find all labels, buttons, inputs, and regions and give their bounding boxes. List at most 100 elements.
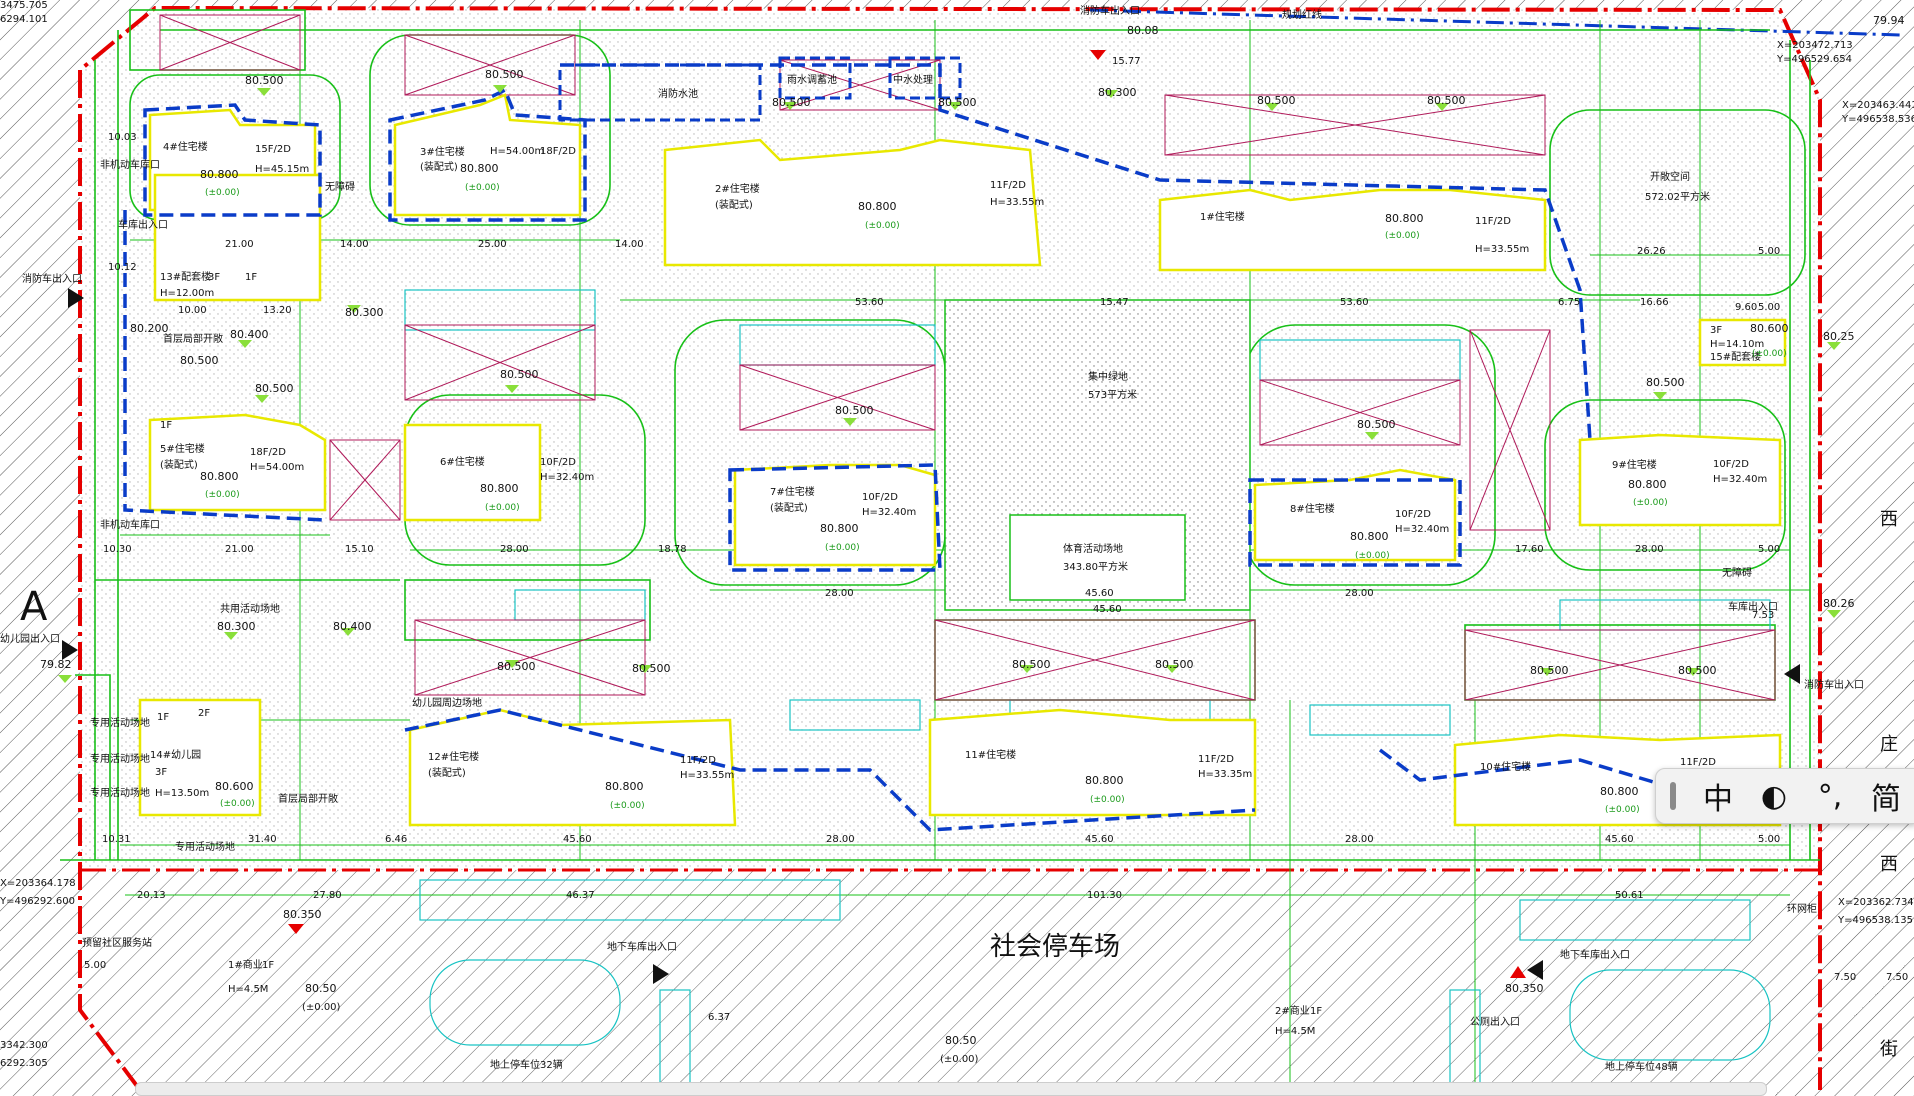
building-2-floors: 11F/2D	[990, 180, 1026, 191]
label-car-entry-left: 车库出入口	[118, 218, 168, 231]
label-fire-exit-top: 消防车出入口	[1080, 4, 1140, 17]
building-9-height: H=32.40m	[1713, 474, 1767, 485]
elev-corner: 79.94	[1873, 14, 1905, 27]
ime-lang-toggle[interactable]: 中	[1703, 782, 1733, 817]
label-street-char-0: 西	[1880, 509, 1898, 530]
ime-drag-handle[interactable]	[1670, 782, 1676, 810]
dim-d4560-a: 45.60	[1085, 588, 1114, 599]
elev-13-left: 80.200	[130, 322, 169, 335]
dim-d646: 6.46	[385, 834, 407, 845]
building-4-height: H=45.15m	[255, 164, 309, 175]
building-11-height: H=33.35m	[1198, 769, 1252, 780]
roadline-top	[1089, 8, 1901, 37]
building-5-f1: 1F	[160, 420, 172, 431]
building-8-rel: (±0.00)	[1355, 551, 1390, 561]
label-street-char-3: 街	[1880, 1039, 1898, 1060]
elev-community: 80.500	[180, 354, 219, 367]
building-3-floors: 18F/2D	[540, 146, 576, 157]
building-14-rel: (±0.00)	[220, 799, 255, 809]
building-8-elev: 80.800	[1350, 530, 1389, 543]
elev-6-top: 80.500	[500, 368, 539, 381]
building-11-elev: 80.800	[1085, 774, 1124, 787]
elev-10-right: 80.500	[1678, 664, 1717, 677]
road-network	[60, 9, 1820, 861]
building-10-rel: (±0.00)	[1605, 805, 1640, 815]
elev-12-left: 80.500	[497, 660, 536, 673]
elev-kg-top: 80.400	[333, 620, 372, 633]
dim-d637: 6.37	[708, 1012, 730, 1023]
building-1-name: 1#住宅楼	[1200, 210, 1245, 223]
label-ring-road: 环网柜	[1787, 902, 1817, 915]
label-bike-entry-2: 非机动车库口	[100, 518, 160, 531]
commerce-2-height: H=4.5M	[1275, 1026, 1315, 1037]
building-15-elev: 80.600	[1750, 322, 1789, 335]
building-7-floors: 10F/2D	[862, 492, 898, 503]
label-special-activity-2: 专用活动场地	[90, 752, 150, 765]
elev-fire-top: 80.08	[1127, 24, 1159, 37]
label-community-room: 首层局部开敞	[163, 332, 223, 345]
coord-top-left-a: 3475.705	[0, 0, 48, 11]
dim-d2800-d: 28.00	[1635, 544, 1664, 555]
building-3-name: 3#住宅楼	[420, 145, 465, 158]
building-12-floors: 11F/2D	[680, 755, 716, 766]
dim-d750-a: 7.50	[1834, 972, 1856, 983]
building-6-name: 6#住宅楼	[440, 455, 485, 468]
label-car-entry-right: 车库出入口	[1728, 600, 1778, 613]
building-9-floors: 10F/2D	[1713, 459, 1749, 470]
coord-br-y: Y=496538.135	[1837, 915, 1913, 926]
building-8-floors: 10F/2D	[1395, 509, 1431, 520]
elev-8-top: 80.500	[1357, 418, 1396, 431]
dimension-values: 21.00 14.00 25.00 14.00 53.60 15.47 53.6…	[84, 56, 1908, 1023]
building-4-elev: 80.800	[200, 168, 239, 181]
label-letter-a: A	[20, 584, 48, 630]
building-13-height: H=12.00m	[160, 288, 214, 299]
building-14-f1: 1F	[157, 712, 169, 723]
building-13-f1: 1F	[245, 272, 257, 283]
label-barrier-free-2: 无障碍	[1722, 566, 1752, 579]
building-5-name: 5#住宅楼	[160, 442, 205, 455]
building-8-name: 8#住宅楼	[1290, 502, 1335, 515]
dim-d750-b: 7.50	[1886, 972, 1908, 983]
commerce-1-name: 1#商业	[228, 958, 263, 971]
building-15-height: H=14.10m	[1710, 339, 1764, 350]
building-10-elev: 80.800	[1600, 785, 1639, 798]
building-2-height: H=33.55m	[990, 197, 1044, 208]
dim-d5000-e: 5.00	[84, 960, 106, 971]
commerce-1-rel: (±0.00)	[302, 1002, 341, 1013]
ime-toolbar[interactable]: 中 ◐ °, 简	[1655, 768, 1914, 824]
label-underground-entry-2: 地下车库出入口	[1560, 948, 1630, 961]
building-11-rel: (±0.00)	[1090, 795, 1125, 805]
dim-d2013: 20.13	[137, 890, 166, 901]
dim-d4560-e: 45.60	[1093, 604, 1122, 615]
label-fire-exit-left: 消防车出入口	[22, 272, 82, 285]
elev-4-top: 80.500	[245, 74, 284, 87]
elev-right-2: 80.26	[1823, 597, 1855, 610]
elev-13-right: 80.300	[345, 306, 384, 319]
label-community-room-2: 首层局部开敞	[278, 792, 338, 805]
building-12-sub: (装配式)	[428, 766, 466, 779]
dim-d5360-b: 53.60	[1340, 297, 1369, 308]
label-public-toilet: 公厕出入口	[1470, 1015, 1520, 1028]
building-6-elev: 80.800	[480, 482, 519, 495]
building-2-name: 2#住宅楼	[715, 182, 760, 195]
horizontal-scrollbar[interactable]	[135, 1082, 1767, 1096]
dim-d675: 6.75	[1558, 297, 1580, 308]
commerce-2-elev: 80.50	[945, 1034, 977, 1047]
label-special-activity-1: 专用活动场地	[90, 716, 150, 729]
elev-commerce-1: 80.350	[283, 908, 322, 921]
dim-d753: 7.53	[1752, 610, 1774, 621]
label-open-space: 开敞空间	[1650, 170, 1690, 183]
dim-d2500: 25.00	[478, 239, 507, 250]
building-9-rel: (±0.00)	[1633, 498, 1668, 508]
commerce-1-height: H=4.5M	[228, 984, 268, 995]
building-5-height: H=54.00m	[250, 462, 304, 473]
dim-d1878: 18.78	[658, 544, 687, 555]
building-4-floors: 15F/2D	[255, 144, 291, 155]
ime-halfwidth-icon[interactable]: ◐	[1760, 778, 1788, 814]
ime-punctuation-toggle[interactable]: °,	[1817, 778, 1843, 814]
elevation-values: 80.500 80.500 80.500 80.500 80.300 80.50…	[40, 14, 1905, 995]
elev-commerce-2: 80.350	[1505, 982, 1544, 995]
ime-simplified-toggle[interactable]: 简	[1871, 782, 1901, 817]
dim-d1320: 13.20	[263, 305, 292, 316]
